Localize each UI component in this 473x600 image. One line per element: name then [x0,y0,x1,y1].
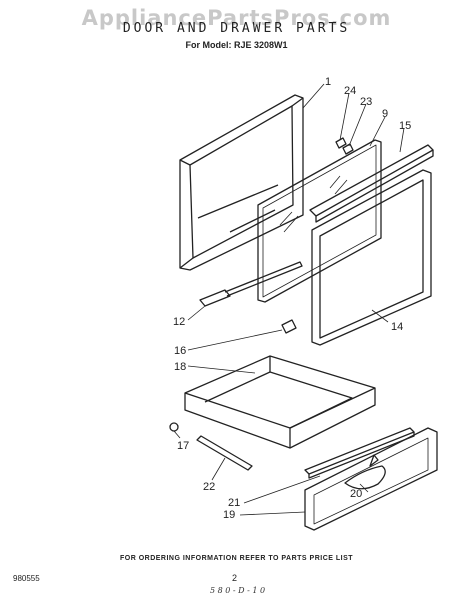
callout-23: 23 [360,96,372,108]
part-9-glass-panel [257,139,382,303]
callout-9: 9 [382,108,388,120]
callout-21: 21 [228,497,240,509]
document-code: 980555 [13,574,40,583]
callout-16: 16 [174,345,186,357]
callout-17: 17 [177,440,189,452]
part-1-inner-door-frame [179,94,304,271]
watermark: AppliancePartsPros.com [81,6,392,30]
callout-14: 14 [391,321,403,333]
callout-18: 18 [174,361,186,373]
part-20-handle [344,454,386,490]
part-14-outer-door-frame [311,169,432,346]
part-22-slide-rail [196,435,253,471]
part-23-24-hinge-clips [335,137,354,155]
callout-22: 22 [203,481,215,493]
part-16-clip [281,319,297,334]
leader-lines [173,83,405,516]
callout-20: 20 [350,488,362,500]
part-21-drawer-trim [304,427,415,479]
callout-1: 1 [325,76,331,88]
part-19-drawer-front [304,427,438,531]
page-title: DOOR AND DRAWER PARTS [122,21,351,36]
page-number: 2 [232,573,238,583]
callout-labels: 1 24 23 9 15 12 14 16 18 17 22 21 20 19 [173,76,411,521]
callout-15: 15 [399,120,411,132]
part-18-drawer-pan [184,355,376,449]
part-15-top-trim [309,144,434,223]
callout-12: 12 [173,316,185,328]
callout-24: 24 [344,85,356,97]
part-12-hinge-bracket [199,261,303,307]
model-number: For Model: RJE 3208W1 [185,40,288,50]
ordering-info: FOR ORDERING INFORMATION REFER TO PARTS … [119,555,354,562]
callout-19: 19 [223,509,235,521]
part-17-screw [169,422,179,432]
handwritten-note: 5 8 0 - D - 1 0 [210,586,266,595]
